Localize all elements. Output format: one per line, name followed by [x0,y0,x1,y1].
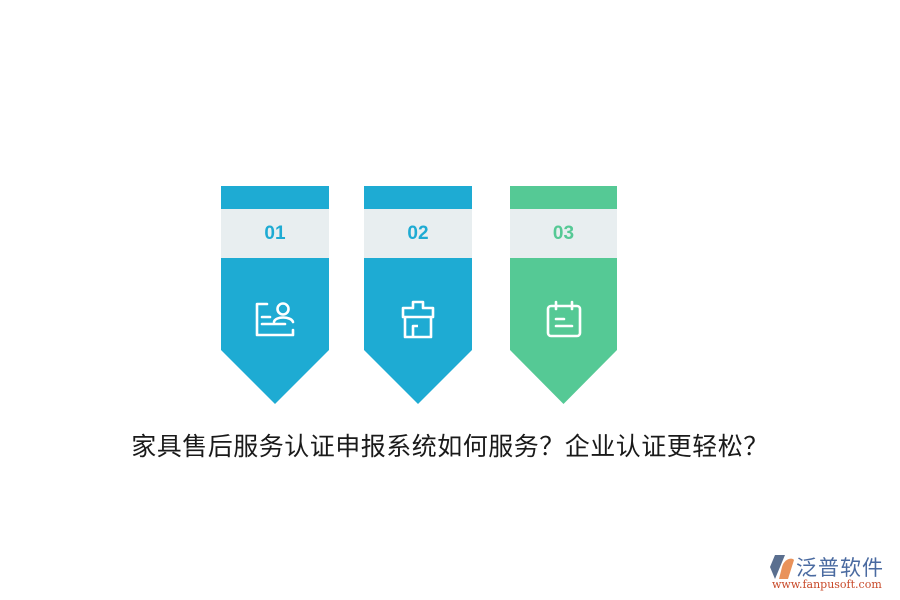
step-number-band: 03 [510,209,617,258]
step-number-band: 02 [364,209,472,258]
fanpu-logo-icon [770,555,794,579]
calendar-icon [546,300,581,338]
step-card-3: 03 [510,186,617,404]
step-number: 01 [264,222,286,244]
step-number: 03 [552,222,575,244]
brand-logo: 泛普软件 www.fanpusoft.com [768,552,893,592]
step-card-2: 02 [364,186,472,404]
brand-url: www.fanpusoft.com [772,578,882,591]
step-card-1: 01 [221,186,329,404]
house-box-icon [401,300,435,339]
step-number: 02 [407,222,429,244]
page-title: 家具售后服务认证申报系统如何服务？企业认证更轻松？ [131,432,769,461]
step-number-band: 01 [221,209,329,258]
brand-name: 泛普软件 [796,556,884,580]
profile-card-icon [255,302,295,337]
